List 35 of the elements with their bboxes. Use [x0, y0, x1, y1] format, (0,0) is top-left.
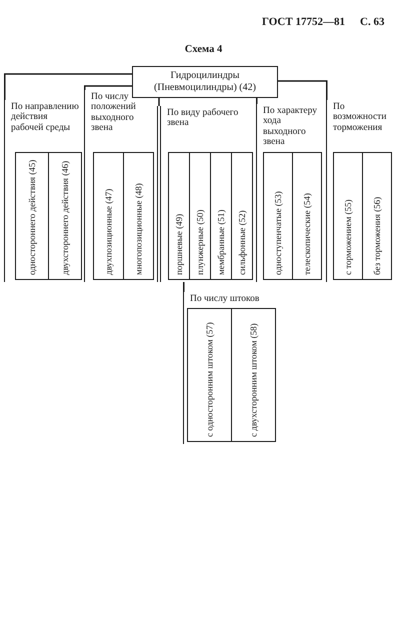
subtype-box: одностороннего действия (45): [15, 152, 49, 280]
category-column: [4, 100, 82, 282]
subtype-box: мембранные (51): [210, 152, 232, 280]
subtype-box: двухпозиционные (47): [93, 152, 124, 280]
subtype-box: сильфонные (52): [231, 152, 253, 280]
category-heading: По характеру хода выходного звена: [263, 106, 318, 148]
connector-line: [256, 98, 258, 104]
category-column: [157, 106, 253, 282]
category-column: [84, 90, 156, 282]
connector-line: [4, 73, 132, 100]
category-column: [256, 104, 324, 282]
subtype-box: поршневые (49): [168, 152, 190, 280]
subtype-box: двухстороннего действия (46): [48, 152, 82, 280]
subtype-box: без торможения (56): [362, 152, 392, 280]
subtype-box: одноступенчатые (53): [263, 152, 293, 280]
standard-number: ГОСТ 17752—81: [262, 16, 345, 30]
category-heading: По виду рабочего звена: [167, 108, 240, 129]
subtype-box: телескопические (54): [292, 152, 322, 280]
subtype-box: с торможением (55): [333, 152, 363, 280]
category-heading: По возможности торможения: [333, 102, 388, 134]
category-heading: По направлению действия рабочей среды: [11, 102, 79, 134]
category-column: [326, 100, 394, 282]
class-box: Гидроцилиндры (Пневмоцилиндры) (42): [132, 66, 278, 98]
subtype-box: с двухсторонним штоком (58): [231, 308, 276, 442]
connector-line: [84, 85, 132, 90]
subtype-box: многопозиционные (48): [123, 152, 154, 280]
page-number: С. 63: [360, 16, 384, 30]
category-heading: По числу штоков: [190, 294, 260, 304]
subtype-box: плунжерные (50): [189, 152, 211, 280]
connector-line: [278, 80, 328, 100]
scheme-title: Схема 4: [184, 44, 222, 57]
subtype-box: с односторонним штоком (57): [187, 308, 232, 442]
connector-line: [158, 98, 160, 106]
category-column: [183, 292, 277, 444]
connector-line: [183, 282, 184, 292]
